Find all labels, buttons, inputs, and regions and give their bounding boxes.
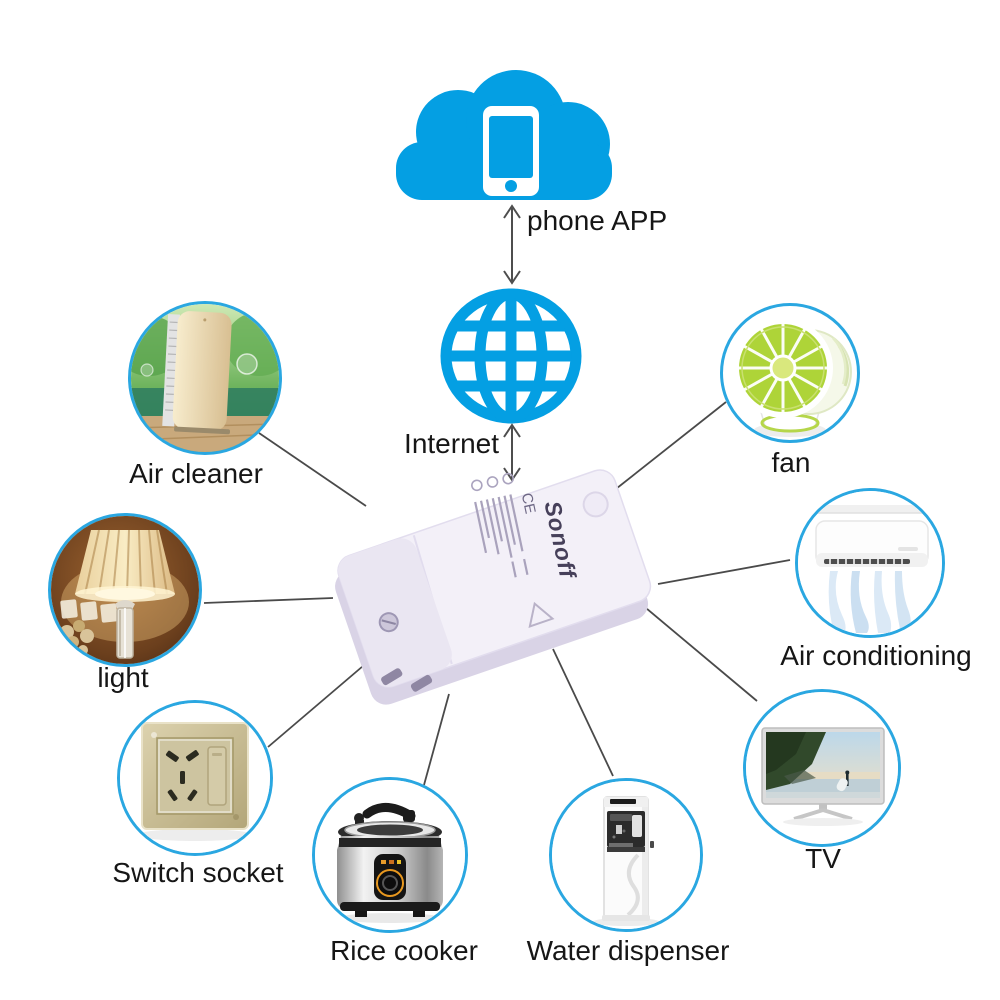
rice-cooker-label: Rice cooker xyxy=(330,935,478,966)
line-device-air-cleaner xyxy=(258,432,367,507)
smartphone-icon xyxy=(483,106,539,196)
line-device-water-dispenser xyxy=(552,648,614,777)
internet-label: Internet xyxy=(404,428,499,459)
air-conditioning-label: Air conditioning xyxy=(780,640,972,671)
air-cleaner-photo xyxy=(131,304,279,452)
line-device-rice-cooker xyxy=(423,693,450,786)
cloud-phone-icon xyxy=(396,70,612,200)
node-air-conditioning xyxy=(795,488,945,638)
fan-photo xyxy=(733,318,852,437)
fan-label: fan xyxy=(771,447,811,478)
node-fan xyxy=(720,303,860,443)
node-water-dispenser xyxy=(549,778,703,932)
arrowhead-down xyxy=(503,270,521,285)
line-device-switch-socket xyxy=(267,665,364,748)
tv-photo xyxy=(746,692,898,844)
internet-globe-icon xyxy=(440,288,582,424)
svg-text:CE: CE xyxy=(518,491,539,515)
light-label: light xyxy=(97,662,149,693)
water-dispenser-photo xyxy=(552,781,700,929)
air-cleaner-label: Air cleaner xyxy=(129,458,263,489)
arrowhead-up2 xyxy=(503,423,521,438)
arrowhead-down2 xyxy=(503,467,521,482)
line-device-tv xyxy=(627,592,758,702)
device-fine-print: CE xyxy=(471,472,539,578)
switch-socket-label: Switch socket xyxy=(112,857,284,888)
sonoff-device: Sonoff CE xyxy=(335,469,652,705)
line-device-light xyxy=(203,597,334,604)
rice-cooker-photo xyxy=(315,780,465,930)
node-tv xyxy=(743,689,901,847)
air-conditioning-photo xyxy=(798,491,942,635)
phone-app-label: phone APP xyxy=(527,205,668,236)
light-photo xyxy=(51,516,199,664)
arrowhead-up xyxy=(503,204,521,219)
water-dispenser-label: Water dispenser xyxy=(526,935,730,966)
wall-switches xyxy=(60,599,118,623)
line-device-air-conditioning xyxy=(657,559,791,585)
line-device-fan xyxy=(606,401,727,497)
node-air-cleaner xyxy=(128,301,282,455)
tv-label: TV xyxy=(805,843,841,874)
switch-socket-photo xyxy=(120,703,270,853)
node-rice-cooker xyxy=(312,777,468,933)
node-light xyxy=(48,513,202,667)
surfer xyxy=(836,770,850,792)
node-switch-socket xyxy=(117,700,273,856)
